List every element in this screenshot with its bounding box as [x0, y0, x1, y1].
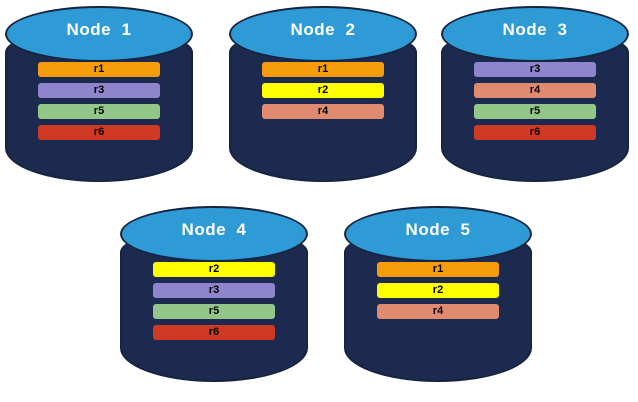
node-cylinder-4[interactable]: Node 4 r2 r3 r5 r6 — [120, 206, 312, 386]
record-list: r3 r4 r5 r6 — [474, 62, 596, 146]
record-list: r1 r2 r4 — [262, 62, 384, 125]
cylinder-top-ellipse — [229, 6, 417, 62]
node-cylinder-5[interactable]: Node 5 r1 r2 r4 — [344, 206, 536, 386]
cylinder-top-ellipse — [120, 206, 308, 262]
node-title: Node 5 — [405, 220, 471, 239]
record-bar[interactable]: r4 — [474, 83, 596, 98]
record-list: r2 r3 r5 r6 — [153, 262, 275, 346]
node-title: Node 3 — [502, 20, 568, 39]
cylinder-top-ellipse — [441, 6, 629, 62]
record-list: r1 r2 r4 — [377, 262, 499, 325]
record-bar[interactable]: r3 — [38, 83, 160, 98]
cylinder-top-ellipse — [344, 206, 532, 262]
record-bar[interactable]: r1 — [38, 62, 160, 77]
record-bar[interactable]: r1 — [377, 262, 499, 277]
record-list: r1 r3 r5 r6 — [38, 62, 160, 146]
record-bar[interactable]: r6 — [153, 325, 275, 340]
record-bar[interactable]: r6 — [474, 125, 596, 140]
node-title: Node 4 — [181, 220, 247, 239]
node-title: Node 1 — [66, 20, 132, 39]
record-bar[interactable]: r4 — [262, 104, 384, 119]
record-bar[interactable]: r2 — [262, 83, 384, 98]
record-bar[interactable]: r4 — [377, 304, 499, 319]
cylinder-top-ellipse — [5, 6, 193, 62]
record-bar[interactable]: r2 — [153, 262, 275, 277]
node-cylinder-3[interactable]: Node 3 r3 r4 r5 r6 — [441, 6, 633, 186]
record-bar[interactable]: r1 — [262, 62, 384, 77]
record-bar[interactable]: r5 — [474, 104, 596, 119]
record-bar[interactable]: r2 — [377, 283, 499, 298]
node-cylinder-2[interactable]: Node 2 r1 r2 r4 — [229, 6, 421, 186]
record-bar[interactable]: r3 — [153, 283, 275, 298]
node-title: Node 2 — [290, 20, 356, 39]
record-bar[interactable]: r5 — [38, 104, 160, 119]
node-cylinder-1[interactable]: Node 1 r1 r3 r5 r6 — [5, 6, 197, 186]
record-bar[interactable]: r6 — [38, 125, 160, 140]
record-bar[interactable]: r3 — [474, 62, 596, 77]
record-bar[interactable]: r5 — [153, 304, 275, 319]
